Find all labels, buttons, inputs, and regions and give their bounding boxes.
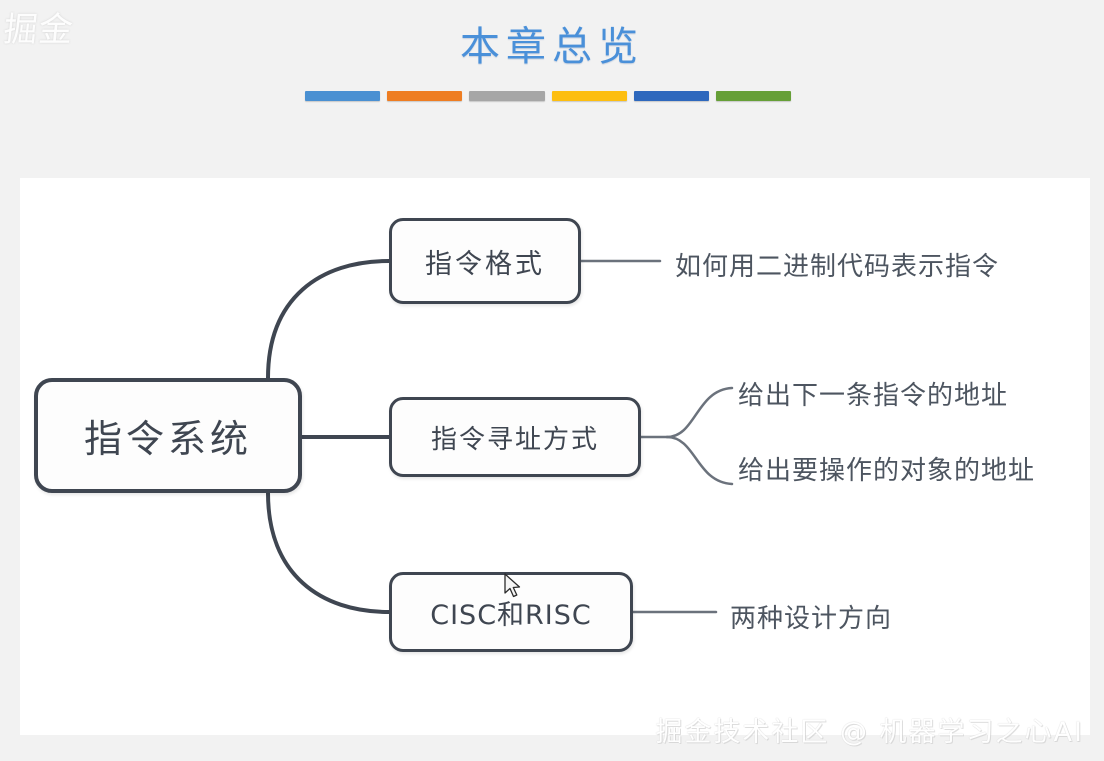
mindmap-node-addressing[interactable]: 指令寻址方式 [389, 397, 641, 477]
mindmap-leaf-two-directions[interactable]: 两种设计方向 [730, 604, 893, 634]
connector-root-to-cisc-risc [266, 491, 391, 614]
mindmap-leaf-binary[interactable]: 如何用二进制代码表示指令 [675, 252, 1000, 282]
mindmap-leaf-next-address[interactable]: 给出下一条指令的地址 [738, 381, 1009, 411]
connector-layer [266, 259, 734, 614]
connector-addressing-to-next-addr [665, 386, 734, 439]
accent-bar-group [305, 91, 792, 101]
mindmap-node-cisc-risc[interactable]: CISC和RISC [389, 572, 633, 652]
accent-bar-green [715, 91, 792, 101]
accent-bar-amber [551, 91, 627, 101]
page-title: 本章总览 [460, 24, 644, 70]
accent-bar-orange [387, 91, 463, 101]
accent-bar-blue [305, 91, 381, 101]
mindmap-node-root[interactable]: 指令系统 [34, 378, 302, 493]
mindmap-canvas: 指令系统 指令格式 指令寻址方式 CISC和RISC 如何用二进制代码表示指令 … [20, 178, 1090, 735]
mindmap-leaf-object-address[interactable]: 给出要操作的对象的地址 [738, 456, 1036, 486]
slide-header: 本章总览 掘金 [0, 0, 1104, 178]
connector-addressing-to-obj-addr [665, 435, 734, 486]
connector-root-to-format [266, 259, 391, 380]
accent-bar-gray [469, 91, 545, 101]
accent-bar-dark-blue [633, 91, 709, 101]
mindmap-node-format[interactable]: 指令格式 [389, 218, 581, 304]
